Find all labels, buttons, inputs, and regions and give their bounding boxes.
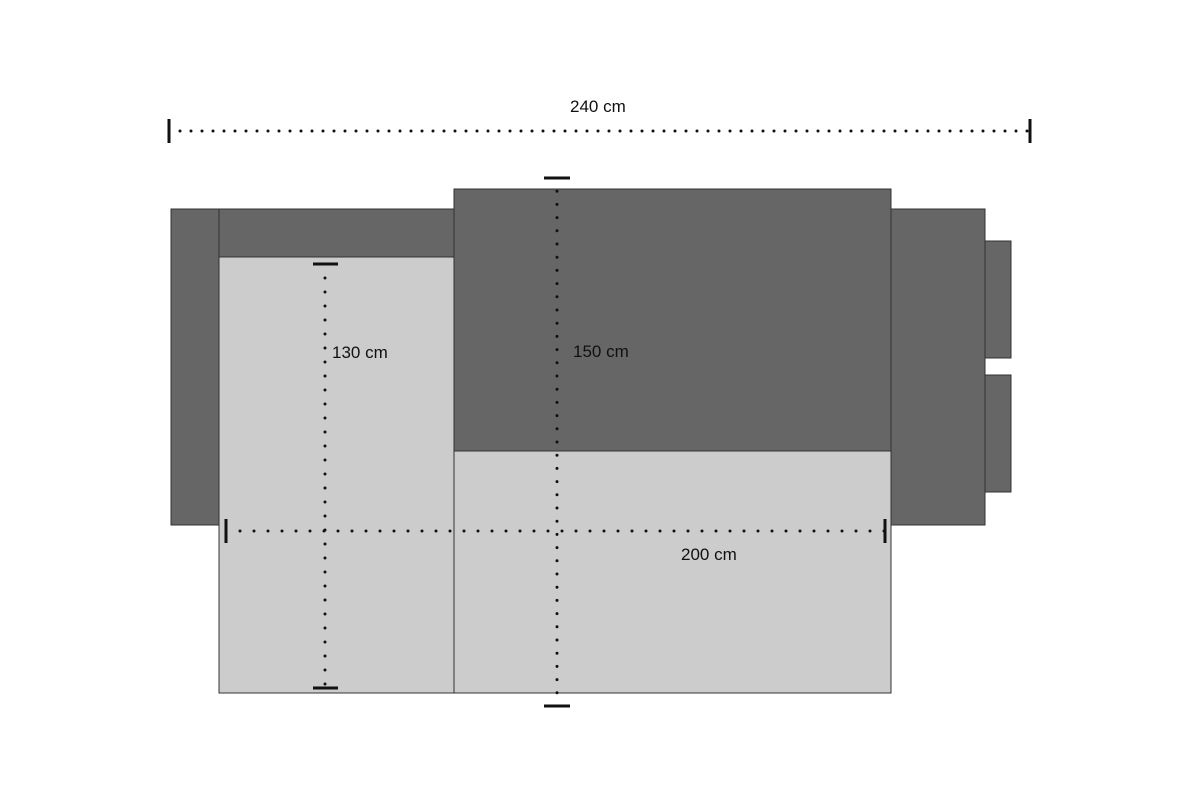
- depth-dimension-line: [544, 176, 570, 708]
- main-backrest: [453, 188, 892, 452]
- dimension-lines: [167, 119, 1032, 708]
- chaise-length-label: 130 cm: [332, 343, 388, 362]
- left-armrest: [170, 208, 220, 526]
- right-armrest: [890, 208, 986, 526]
- overall-width-dimension-line: [167, 119, 1032, 143]
- bed-extension: [453, 450, 892, 694]
- chaise-backrest: [218, 208, 455, 258]
- overall-width-label: 240 cm: [570, 97, 626, 116]
- side-cushion-bottom: [984, 374, 1012, 493]
- bed-width-dimension-line: [224, 519, 887, 543]
- chaise-seat-extended: [218, 256, 455, 694]
- bed-width-label: 200 cm: [681, 545, 737, 564]
- sofa-body: [170, 188, 1012, 694]
- depth-label: 150 cm: [573, 342, 629, 361]
- side-cushion-top: [984, 240, 1012, 359]
- chaise-length-dimension-line: [313, 262, 338, 690]
